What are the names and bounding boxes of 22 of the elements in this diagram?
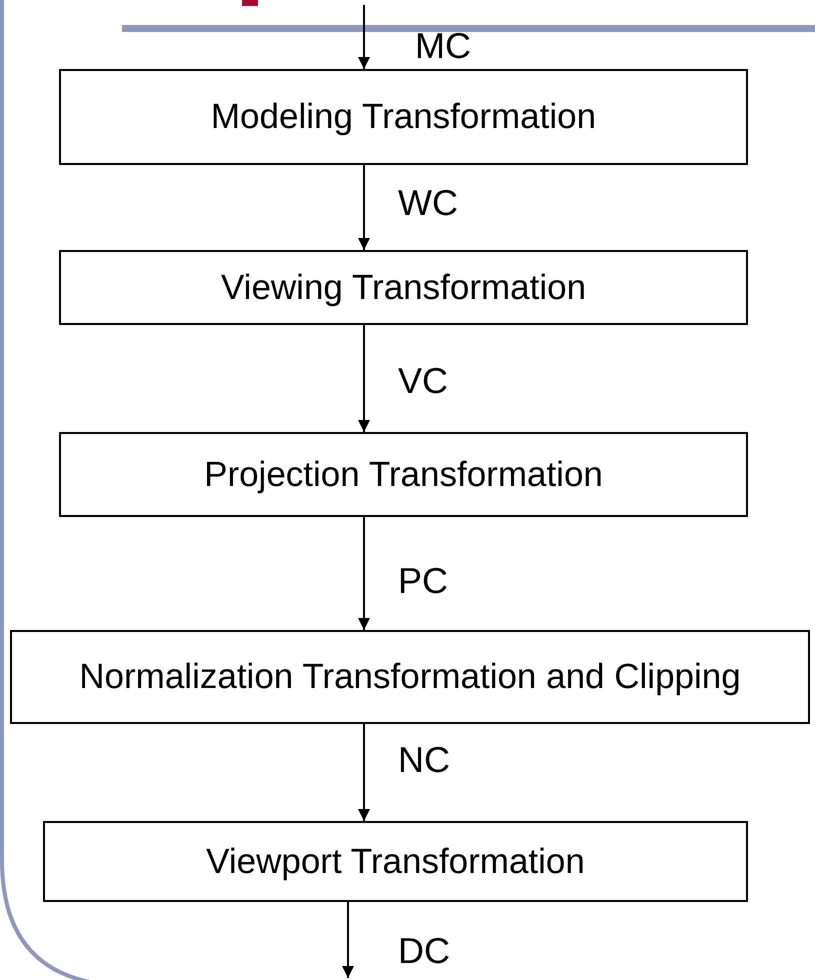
process-box xyxy=(59,432,748,517)
edge-label: NC xyxy=(398,742,450,778)
process-box xyxy=(43,821,748,902)
box-label: Viewport Transformation xyxy=(206,840,585,883)
process-box xyxy=(10,630,810,724)
process-box xyxy=(59,250,748,325)
box-label: Normalization Transformation and Clipping xyxy=(79,656,741,698)
arrow xyxy=(342,902,354,978)
arrow xyxy=(358,5,370,69)
box-label: Modeling Transformation xyxy=(210,96,596,138)
box-label: Viewing Transformation xyxy=(220,266,586,309)
arrow xyxy=(358,165,370,250)
arrow xyxy=(358,517,370,630)
edge-label: PC xyxy=(398,563,448,599)
box-label: Projection Transformation xyxy=(204,454,603,496)
arrow xyxy=(358,724,370,821)
process-box xyxy=(59,69,748,165)
edge-label: MC xyxy=(415,28,471,64)
edge-label: WC xyxy=(398,185,458,221)
edge-label: VC xyxy=(398,363,448,399)
edge-label: DC xyxy=(398,933,450,969)
arrow xyxy=(358,325,370,432)
